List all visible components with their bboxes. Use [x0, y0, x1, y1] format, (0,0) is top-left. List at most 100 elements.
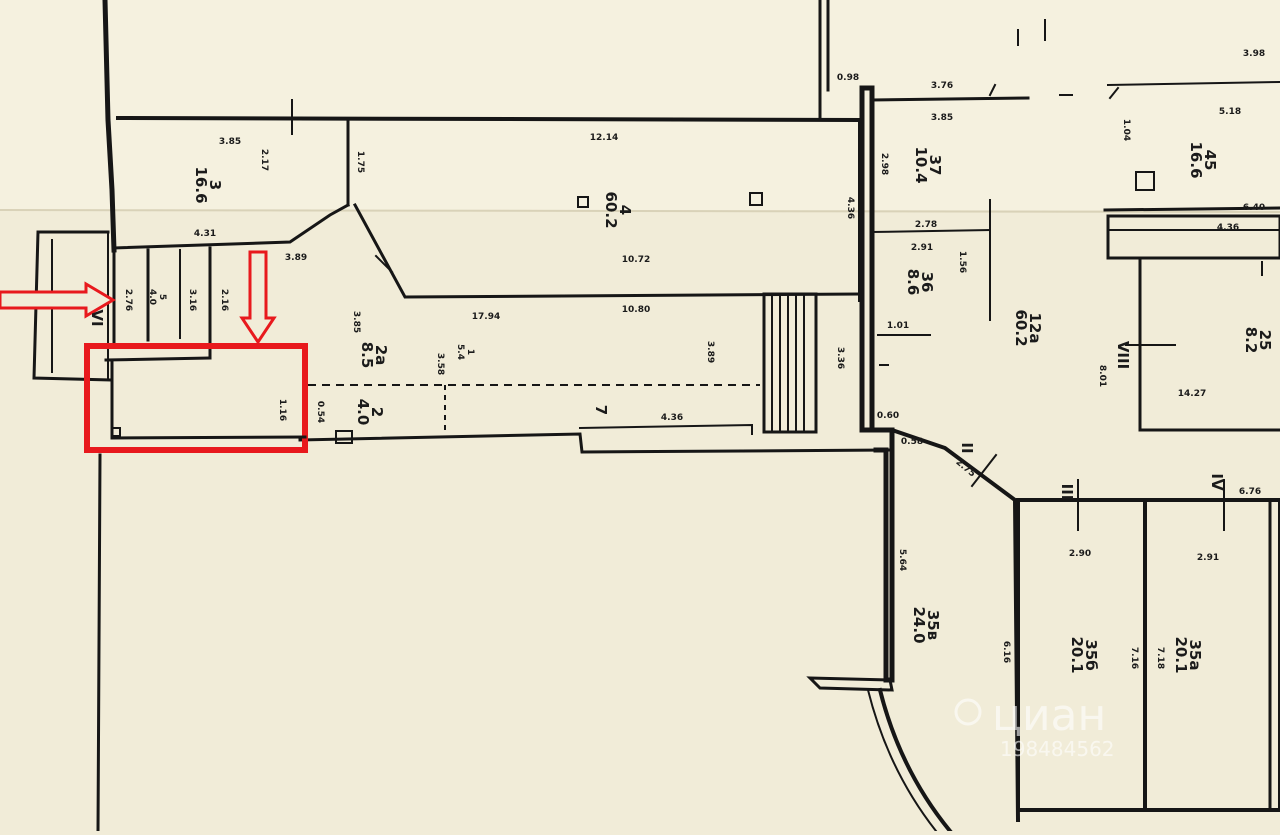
svg-text:35б: 35б: [1082, 639, 1100, 670]
highlight-arrow-down: [239, 250, 277, 345]
dim: 0.58: [901, 437, 923, 447]
room-37-label: 37 10.4: [912, 146, 944, 183]
svg-text:2: 2: [368, 407, 386, 417]
dim: 3.85: [931, 113, 953, 123]
svg-text:5: 5: [157, 294, 167, 300]
room-2-label: 2 4.0: [354, 399, 386, 426]
dim: 0.98: [837, 73, 859, 83]
dim: 14.27: [1178, 389, 1206, 399]
room-1-label: 1 5.4: [455, 344, 475, 360]
highlight-arrow-right: [0, 281, 116, 319]
highlight-frame: [84, 343, 308, 453]
dim: 3.58: [435, 353, 445, 375]
dim: 2.90: [1069, 549, 1091, 559]
svg-text:12а: 12а: [1026, 313, 1044, 344]
room-12a-label: 12а 60.2: [1012, 309, 1044, 346]
dim: 3.36: [835, 347, 845, 369]
highlight-annotations: [0, 250, 308, 453]
svg-text:1: 1: [465, 349, 475, 355]
dim: 2.98: [879, 153, 889, 175]
cian-watermark: циан 198484562: [954, 690, 1115, 761]
dim: 6.76: [1239, 487, 1261, 497]
room-labels: 3 16.6 4 60.2 5 4.0 2а 8.5 2 4.0 1 5.4 7…: [147, 141, 1274, 673]
roman-vi: VI: [88, 309, 106, 326]
dim: 2.16: [219, 289, 229, 311]
svg-text:60.2: 60.2: [602, 191, 620, 228]
roman-numerals: VI VIII II III IV: [88, 309, 1226, 500]
dim: 1.04: [1121, 119, 1131, 141]
dim: 2.17: [259, 149, 269, 171]
dim: 3.76: [931, 81, 953, 91]
room-35a-label: 35а 20.1: [1172, 636, 1204, 673]
dim: 4.31: [194, 229, 216, 239]
dim: 2.78: [915, 220, 937, 230]
highlighted-room-walls: [104, 356, 307, 440]
svg-text:35а: 35а: [1186, 640, 1204, 671]
right-rooms-walls: [1103, 86, 1280, 432]
roman-viii: VIII: [1114, 341, 1132, 369]
svg-text:16.6: 16.6: [192, 166, 210, 203]
svg-text:8.5: 8.5: [358, 342, 376, 369]
svg-text:8.6: 8.6: [904, 269, 922, 296]
dim: 6.40: [1243, 203, 1265, 213]
room-5-label: 5 4.0: [147, 289, 167, 305]
svg-text:8.2: 8.2: [1242, 327, 1260, 354]
svg-text:16.6: 16.6: [1187, 141, 1205, 178]
svg-text:24.0: 24.0: [910, 606, 928, 643]
dim: 4.36: [661, 413, 683, 423]
paper-fold-line: [0, 209, 1280, 213]
dim: 8.01: [1097, 365, 1107, 387]
watermark-brand: циан: [992, 690, 1106, 741]
svg-text:36: 36: [918, 272, 936, 293]
staircase: [762, 292, 818, 434]
dim: 6.16: [1001, 641, 1011, 663]
room-25-label: 25 8.2: [1242, 327, 1274, 354]
lower-right-rooms-walls: [806, 427, 1280, 834]
room-36-label: 36 8.6: [904, 269, 936, 296]
svg-text:3: 3: [206, 180, 224, 190]
dim: 7.16: [1129, 647, 1139, 669]
dim: 7.18: [1155, 647, 1165, 669]
dim: 3.16: [187, 289, 197, 311]
room-35b-label: 35б 20.1: [1068, 636, 1100, 673]
room-35v-label: 35в 24.0: [910, 606, 942, 643]
svg-text:60.2: 60.2: [1012, 309, 1030, 346]
dim: 0.54: [315, 401, 325, 423]
dim: 3.98: [1243, 49, 1265, 59]
dim: 10.72: [622, 255, 650, 265]
dim: 10.80: [622, 305, 650, 315]
small-rooms-walls: [112, 246, 212, 360]
dim: 1.01: [887, 321, 909, 331]
dim: 4.36: [845, 197, 855, 219]
svg-text:10.4: 10.4: [912, 146, 930, 183]
dim: 4.36: [1217, 223, 1239, 233]
roman-ii: II: [958, 442, 976, 453]
svg-text:2а: 2а: [372, 345, 390, 366]
svg-text:25: 25: [1256, 330, 1274, 351]
dim: 3.89: [705, 341, 715, 363]
room-3-label: 3 16.6: [192, 166, 224, 203]
svg-text:20.1: 20.1: [1172, 636, 1190, 673]
dim: 2.91: [911, 243, 933, 253]
svg-text:4.0: 4.0: [147, 289, 157, 305]
dim: 1.16: [277, 399, 287, 421]
room-4-label: 4 60.2: [602, 191, 634, 228]
dim: 2.76: [123, 289, 133, 311]
dim: 5.18: [1219, 107, 1241, 117]
cian-logo-icon: [954, 698, 982, 726]
svg-text:20.1: 20.1: [1068, 636, 1086, 673]
svg-text:37: 37: [926, 155, 944, 176]
svg-text:4.0: 4.0: [354, 399, 372, 426]
dim: 3.85: [219, 137, 241, 147]
svg-text:35в: 35в: [924, 610, 942, 640]
left-outer-wall: [96, 0, 117, 833]
dim: 17.94: [472, 312, 500, 322]
dim: 12.14: [590, 133, 618, 143]
paper-upper-fold: [0, 0, 1280, 210]
svg-text:5.4: 5.4: [455, 344, 465, 360]
dim: 1.56: [957, 251, 967, 273]
svg-text:7: 7: [592, 405, 610, 415]
svg-text:4: 4: [616, 205, 634, 215]
